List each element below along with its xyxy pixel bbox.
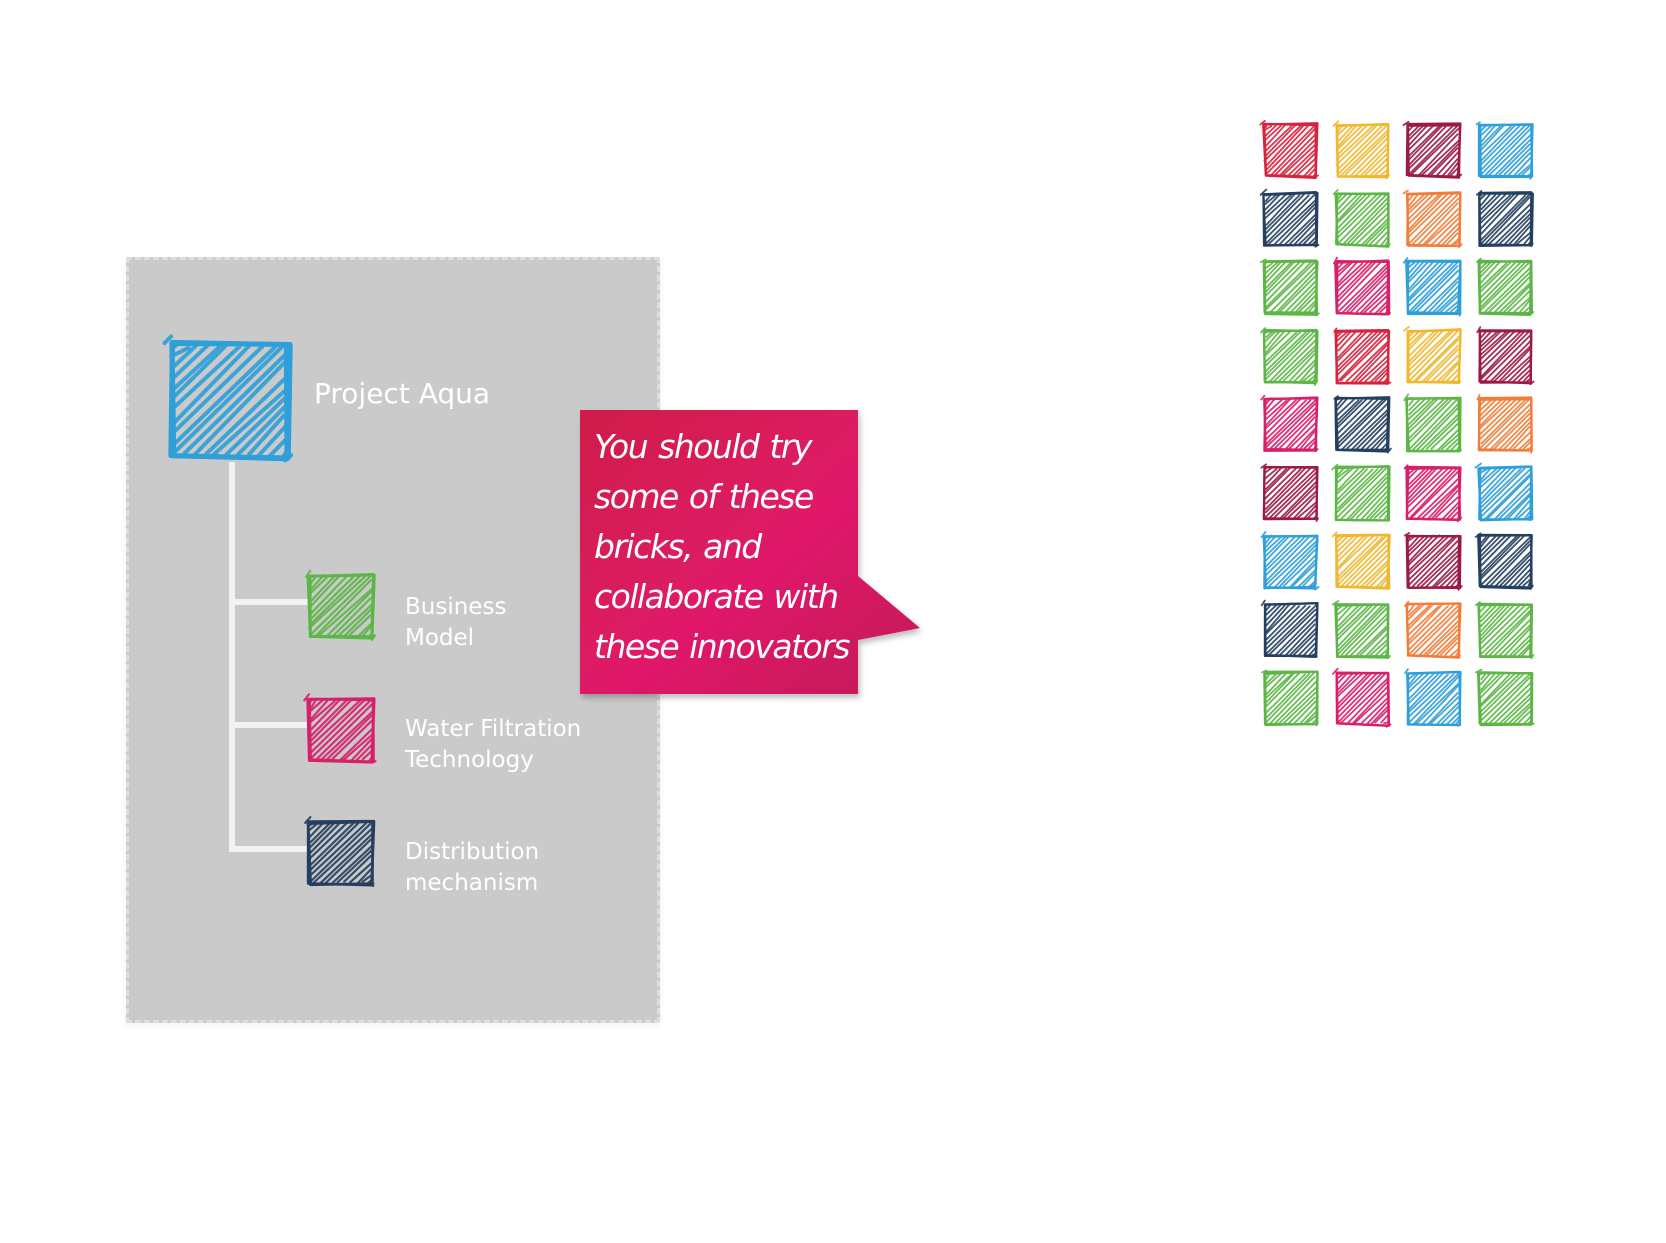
business-model-label-line1: Business [405, 594, 507, 620]
callout-bubble: You should try some of these bricks, and… [580, 410, 920, 710]
palette-brick-navy[interactable] [1332, 395, 1392, 454]
palette-brick-blue[interactable] [1474, 462, 1534, 522]
water-filtration-label-line1: Water Filtration [405, 716, 582, 742]
distribution-label: Distribution mechanism [405, 837, 539, 899]
distribution-label-line2: mechanism [405, 870, 539, 896]
palette-brick-yellow[interactable] [1332, 120, 1391, 180]
callout-line-2: some of these [594, 477, 814, 516]
palette-brick-navy[interactable] [1474, 532, 1534, 590]
palette-brick-green[interactable] [1332, 188, 1391, 248]
palette-brick-navy[interactable] [1259, 188, 1320, 248]
business-model-label-line2: Model [405, 625, 475, 651]
palette-brick-orange[interactable] [1404, 600, 1462, 659]
tree-branch-line-1 [229, 599, 309, 605]
palette-brick-green[interactable] [1403, 393, 1462, 453]
palette-brick-blue[interactable] [1475, 121, 1534, 180]
palette-brick-pink[interactable] [1403, 463, 1463, 522]
palette-brick-green[interactable] [1475, 257, 1534, 316]
callout-line-3: bricks, and [594, 527, 762, 566]
palette-brick-green[interactable] [1261, 669, 1319, 727]
palette-brick-green[interactable] [1330, 463, 1391, 522]
brick-palette-grid [1259, 119, 1548, 742]
palette-brick-green[interactable] [1474, 668, 1535, 727]
distribution-brick[interactable] [304, 815, 376, 888]
distribution-label-line1: Distribution [405, 839, 540, 865]
palette-brick-navy[interactable] [1260, 599, 1319, 659]
palette-brick-maroon[interactable] [1260, 462, 1320, 522]
water-filtration-brick[interactable] [303, 693, 377, 764]
callout-line-4: collaborate with [594, 577, 839, 616]
palette-brick-orange[interactable] [1402, 189, 1463, 248]
palette-brick-green[interactable] [1331, 599, 1391, 659]
palette-brick-navy[interactable] [1475, 189, 1534, 248]
tree-trunk-line [229, 462, 235, 852]
callout-line-1: You should try [594, 427, 812, 466]
palette-brick-yellow[interactable] [1403, 325, 1462, 385]
palette-brick-green[interactable] [1474, 600, 1534, 659]
palette-brick-blue[interactable] [1404, 668, 1462, 727]
palette-brick-blue[interactable] [1402, 257, 1462, 317]
palette-brick-green[interactable] [1260, 326, 1319, 386]
palette-brick-maroon[interactable] [1402, 120, 1463, 179]
tree-branch-line-2 [229, 722, 309, 728]
business-model-label: Business Model [405, 592, 506, 654]
project-title: Project Aqua [314, 377, 491, 410]
project-panel [126, 257, 660, 1023]
palette-brick-pink[interactable] [1260, 394, 1319, 453]
palette-brick-pink[interactable] [1331, 667, 1391, 728]
palette-brick-green[interactable] [1259, 258, 1320, 317]
palette-brick-yellow[interactable] [1331, 531, 1391, 590]
callout-text: You should try some of these bricks, and… [594, 422, 864, 672]
callout-line-5: these innovators [594, 627, 850, 666]
palette-brick-red[interactable] [1332, 327, 1391, 385]
water-filtration-label: Water Filtration Technology [405, 714, 581, 776]
callout-shape [580, 410, 920, 694]
palette-brick-orange[interactable] [1476, 393, 1534, 454]
palette-brick-maroon[interactable] [1403, 531, 1463, 591]
palette-brick-blue[interactable] [1260, 531, 1320, 591]
project-aqua-brick[interactable] [162, 334, 294, 463]
palette-brick-red[interactable] [1259, 119, 1319, 179]
business-model-brick[interactable] [305, 569, 377, 642]
palette-brick-maroon[interactable] [1475, 325, 1535, 385]
water-filtration-label-line2: Technology [405, 747, 534, 773]
tree-branch-line-3 [229, 846, 309, 852]
palette-brick-pink[interactable] [1332, 256, 1391, 316]
